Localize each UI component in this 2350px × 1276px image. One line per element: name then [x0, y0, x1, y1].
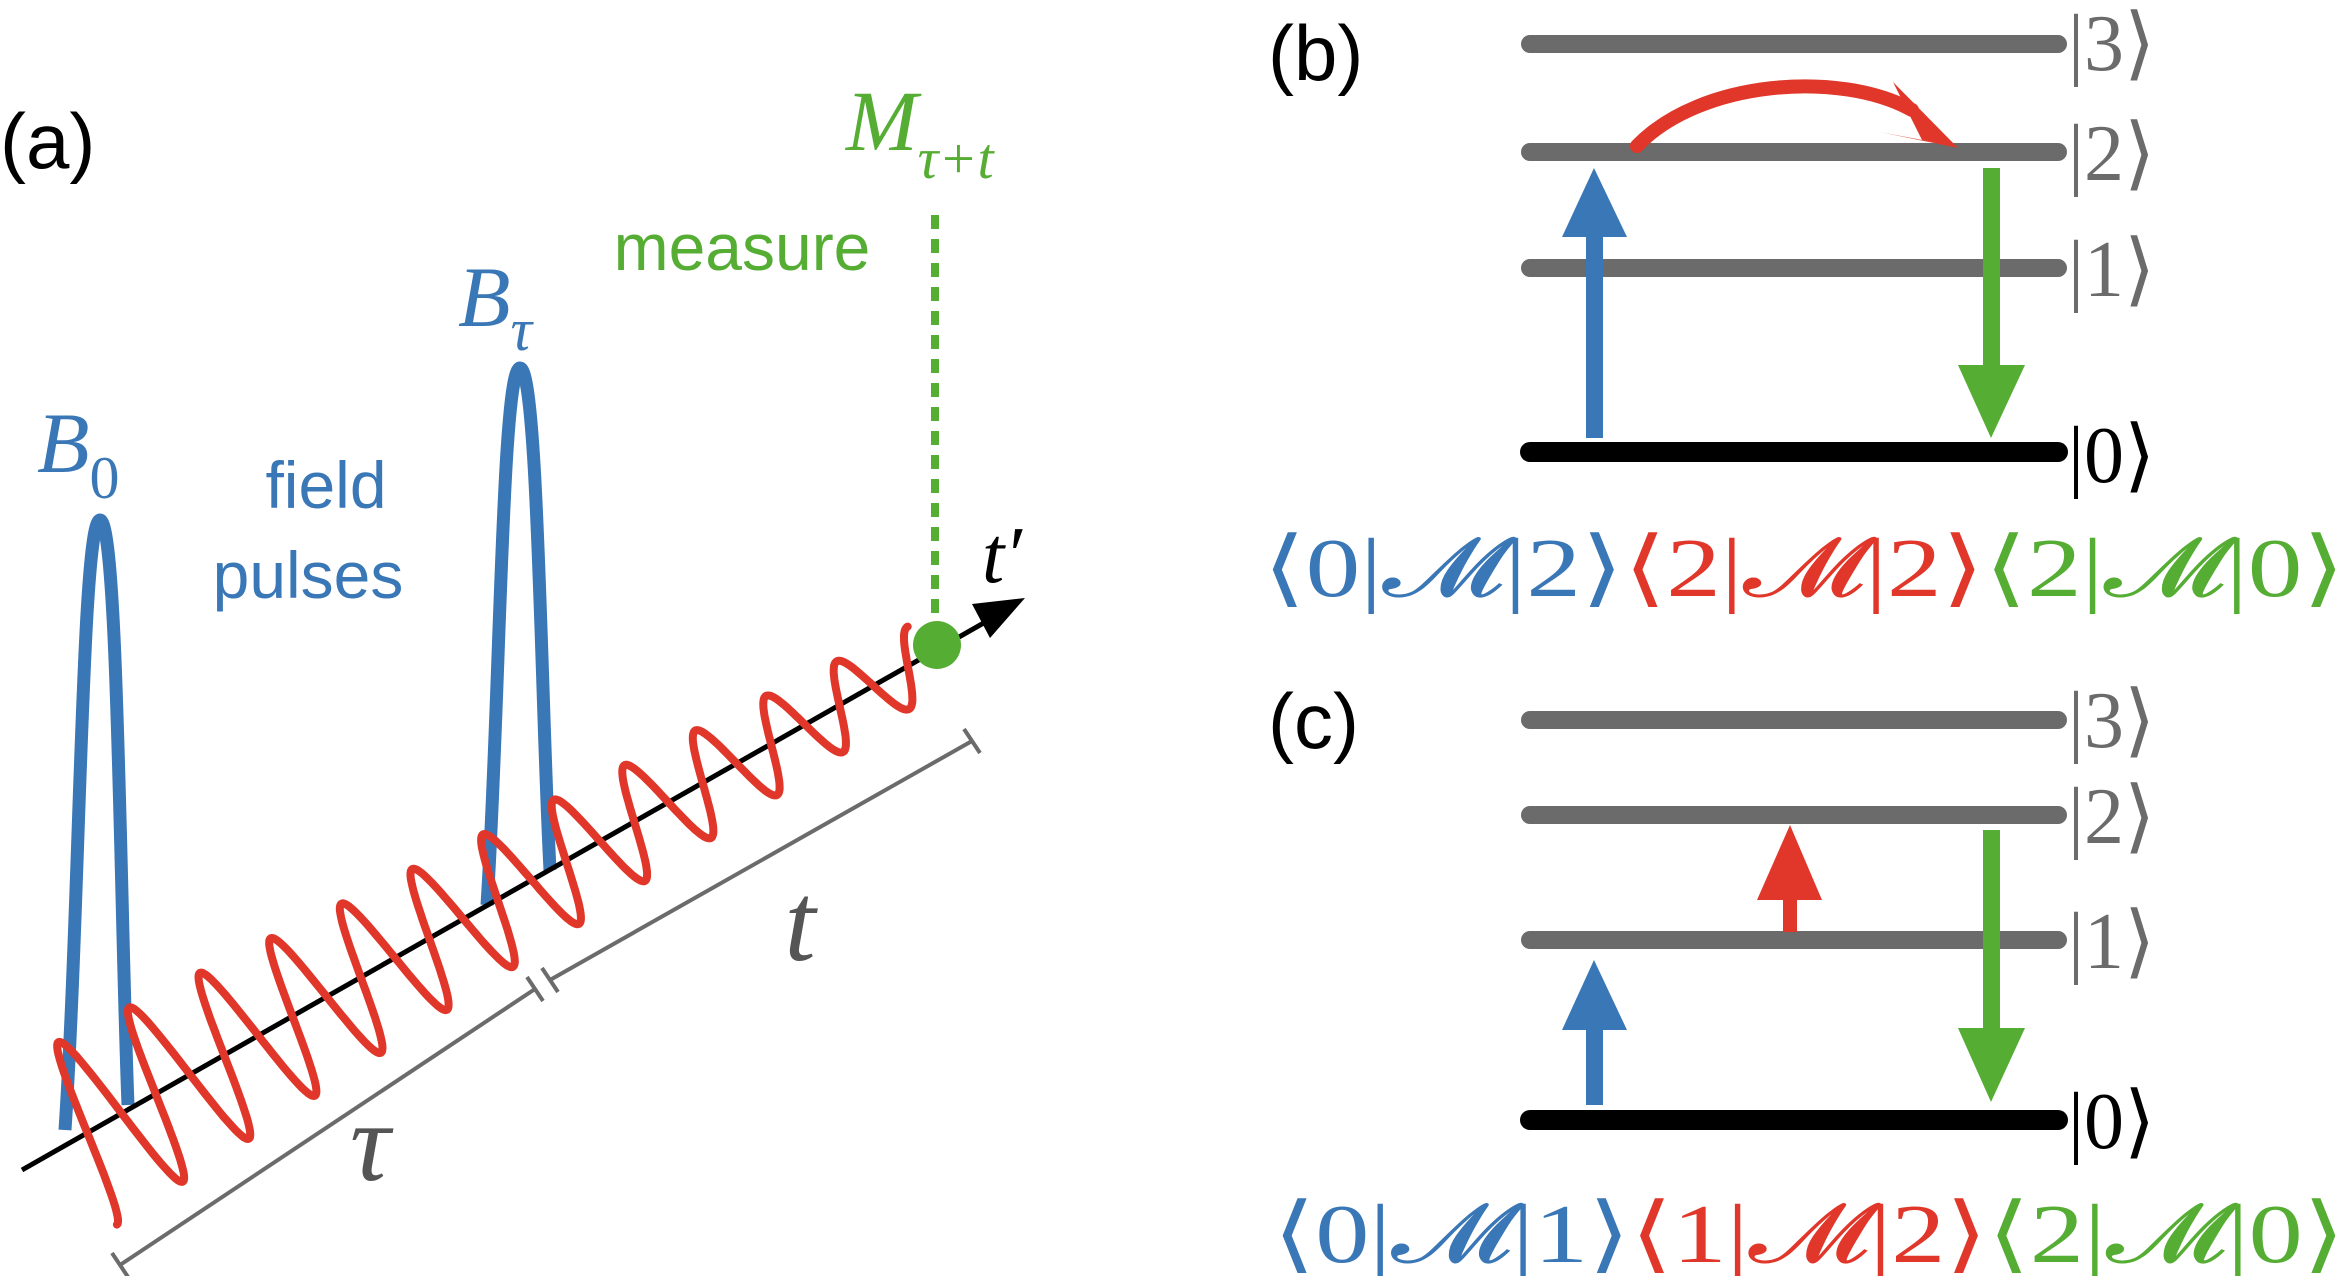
- b-coherence-arrowhead: [1893, 82, 1958, 148]
- b-coherence-arrowhead-b: [1880, 132, 1958, 148]
- b-ket-1: |1⟩: [2068, 226, 2155, 314]
- panel-b-label: (b): [1268, 9, 1363, 97]
- time-axis: [20, 605, 1012, 1173]
- c-pathway-term-3: ⟨2|𝓜|0⟩: [1988, 1188, 2345, 1276]
- c-pathway-term-1: ⟨0|𝓜|1⟩: [1273, 1188, 1630, 1276]
- b-pathway-term-3: ⟨2|𝓜|0⟩: [1984, 522, 2345, 615]
- c-emission-arrow: [1958, 830, 2025, 1102]
- pulse-b0: [58, 513, 135, 1131]
- btau-label: Bτ: [458, 249, 535, 363]
- pulse-btau: [480, 361, 557, 906]
- b-coherence-arrow: [1630, 79, 1919, 153]
- panel-a-label: (a): [0, 97, 95, 185]
- measure-label: measure: [614, 210, 871, 284]
- measure-point: [913, 621, 961, 669]
- panel-c-label: (c): [1268, 677, 1359, 765]
- field-pulses-line1: field: [265, 448, 386, 522]
- b-excitation-arrow: [1562, 168, 1627, 438]
- axis-label-tprime: t′: [982, 512, 1023, 600]
- t-bracket: [540, 727, 982, 994]
- c-pathway: ⟨0|𝓜|1⟩⟨1|𝓜|2⟩⟨2|𝓜|0⟩: [1273, 1188, 2345, 1276]
- panel-c: (c) |3⟩ |2⟩ |1⟩ |0⟩ ⟨0|𝓜|1⟩⟨1|𝓜|2⟩⟨2|𝓜|0…: [1268, 677, 2345, 1276]
- c-pathway-term-2: ⟨1|𝓜|2⟩: [1630, 1188, 1987, 1276]
- b0-label: B0: [37, 395, 120, 511]
- b-ket-3: |3⟩: [2068, 0, 2155, 88]
- b-pathway: ⟨0|𝓜|2⟩⟨2|𝓜|2⟩⟨2|𝓜|0⟩: [1263, 522, 2345, 615]
- panel-b: (b) |3⟩ |2⟩ |1⟩ |0⟩ ⟨0|𝓜|2⟩⟨2|𝓜|2⟩⟨2|𝓜|0…: [1263, 0, 2345, 615]
- c-ket-1: |1⟩: [2068, 898, 2155, 986]
- panel-a: (a) B0 Bτ field pulses measure Mτ+t: [0, 73, 1025, 1276]
- b-pathway-term-2: ⟨2|𝓜|2⟩: [1624, 522, 1985, 615]
- c-ket-3: |3⟩: [2068, 677, 2155, 765]
- c-excitation-arrow: [1562, 960, 1627, 1105]
- c-transfer-arrow: [1757, 825, 1822, 932]
- c-ket-2: |2⟩: [2068, 773, 2155, 861]
- b-ket-2: |2⟩: [2068, 110, 2155, 198]
- t-label: t: [784, 861, 818, 985]
- measurement-symbol: Mτ+t: [844, 73, 996, 191]
- tau-label: τ: [350, 1081, 394, 1205]
- time-axis-arrowhead: [972, 598, 1025, 638]
- b-pathway-term-1: ⟨0|𝓜|2⟩: [1263, 522, 1624, 615]
- signal-wave: [53, 622, 917, 1229]
- c-ket-0: |0⟩: [2068, 1078, 2155, 1166]
- tau-bracket: [110, 975, 545, 1276]
- b-emission-arrow: [1958, 168, 2025, 438]
- b-ket-0: |0⟩: [2068, 412, 2155, 500]
- field-pulses-line2: pulses: [213, 538, 404, 612]
